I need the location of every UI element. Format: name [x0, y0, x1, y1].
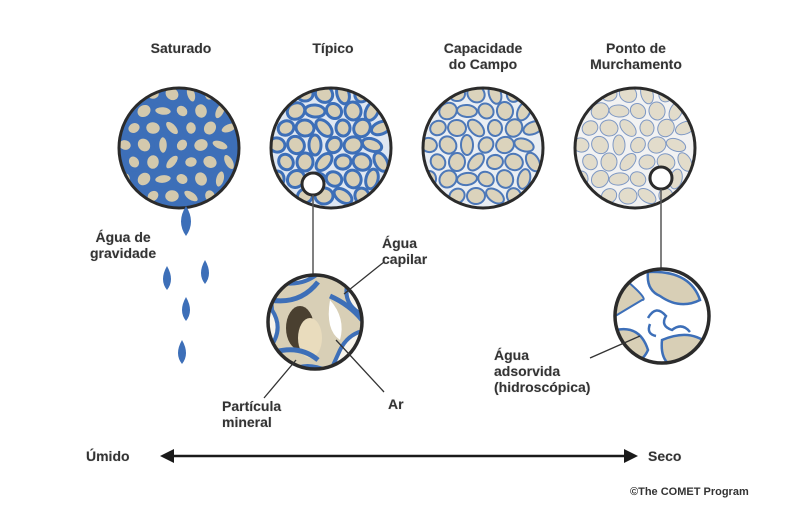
soil-sample-typical [267, 82, 392, 208]
label-gravity-water: Água de gravidade [90, 229, 156, 261]
soil-particle [619, 188, 638, 205]
soil-particle [183, 119, 199, 136]
soil-particle [309, 135, 321, 155]
moisture-axis-arrow [160, 449, 638, 463]
soil-particle [448, 152, 465, 171]
soil-particle [457, 104, 478, 118]
soil-particle [467, 188, 486, 205]
soil-particle [163, 188, 182, 205]
soil-particle [461, 135, 473, 155]
label-adsorbed-water: Água adsorvida (hidroscópica) [494, 347, 590, 395]
magnifier-circle-typical [302, 173, 324, 195]
state-label-field-capacity: Capacidade do Campo [444, 40, 523, 72]
state-label-wilting-point: Ponto de Murchamento [590, 40, 682, 72]
label-air: Ar [388, 396, 404, 412]
soil-particle [157, 135, 169, 155]
axis-label-dry: Seco [648, 448, 681, 464]
soil-particle [305, 104, 326, 118]
soil-particle [152, 172, 173, 186]
zoom-adsorbed-view [612, 269, 709, 366]
soil-sample-field-capacity [419, 82, 544, 208]
soil-particle [182, 153, 201, 170]
soil-sample-wilting-point [571, 82, 696, 208]
zoom-capillary-view [268, 272, 372, 372]
soil-particle [153, 104, 174, 118]
state-label-typical: Típico [312, 40, 353, 56]
soil-sample-saturated [115, 82, 240, 208]
soil-particle [487, 119, 503, 136]
label-capillary-water: Água capilar [382, 235, 427, 267]
soil-particle [296, 152, 313, 171]
axis-label-wet: Úmido [86, 448, 130, 464]
soil-particle [335, 119, 351, 136]
credit-text: ©The COMET Program [630, 486, 749, 498]
soil-particle [613, 135, 625, 155]
state-label-saturated: Saturado [151, 40, 212, 56]
magnifier-circle-wilting [650, 167, 672, 189]
label-mineral-particle: Partícula mineral [222, 398, 281, 430]
soil-particle [334, 153, 353, 170]
gravity-water-drops [163, 206, 209, 364]
